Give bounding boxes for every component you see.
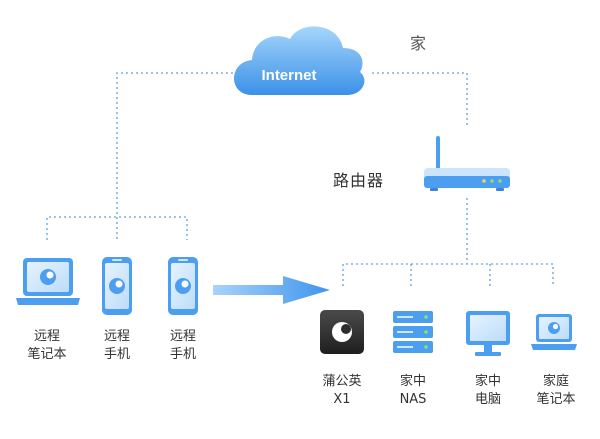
link-cloud-to-router: [372, 72, 468, 125]
remote-laptop-label: 远程 笔记本: [27, 329, 67, 362]
home-label: 家: [410, 34, 428, 53]
remote-phone-icon: [102, 257, 132, 315]
remote-phone-2-label: 远程 手机: [169, 329, 197, 362]
pugongying-box-icon: [320, 310, 364, 354]
home-laptop-icon: [531, 314, 577, 350]
remote-phone-1-label: 远程 手机: [103, 329, 131, 362]
connection-links: [46, 72, 554, 286]
internet-cloud-icon: Internet: [234, 26, 365, 96]
remote-laptop-icon: [16, 258, 80, 305]
router-icon: [424, 136, 510, 191]
home-pc-label: 家中 电脑: [474, 374, 502, 407]
link-remote-bus: [46, 216, 188, 240]
monitor-icon: [466, 311, 510, 356]
router-label: 路由器: [333, 171, 385, 190]
arrow-icon: [213, 276, 330, 304]
cloud-label: Internet: [261, 67, 316, 84]
link-home-bus: [342, 263, 554, 286]
home-nas-label: 家中 NAS: [399, 374, 427, 407]
nas-icon: [393, 311, 433, 353]
remote-phone-icon: [168, 257, 198, 315]
link-cloud-to-remote: [116, 72, 238, 217]
home-laptop-label: 家庭 笔记本: [536, 374, 576, 407]
pugongying-x1-label: 蒲公英 X1: [322, 374, 362, 407]
